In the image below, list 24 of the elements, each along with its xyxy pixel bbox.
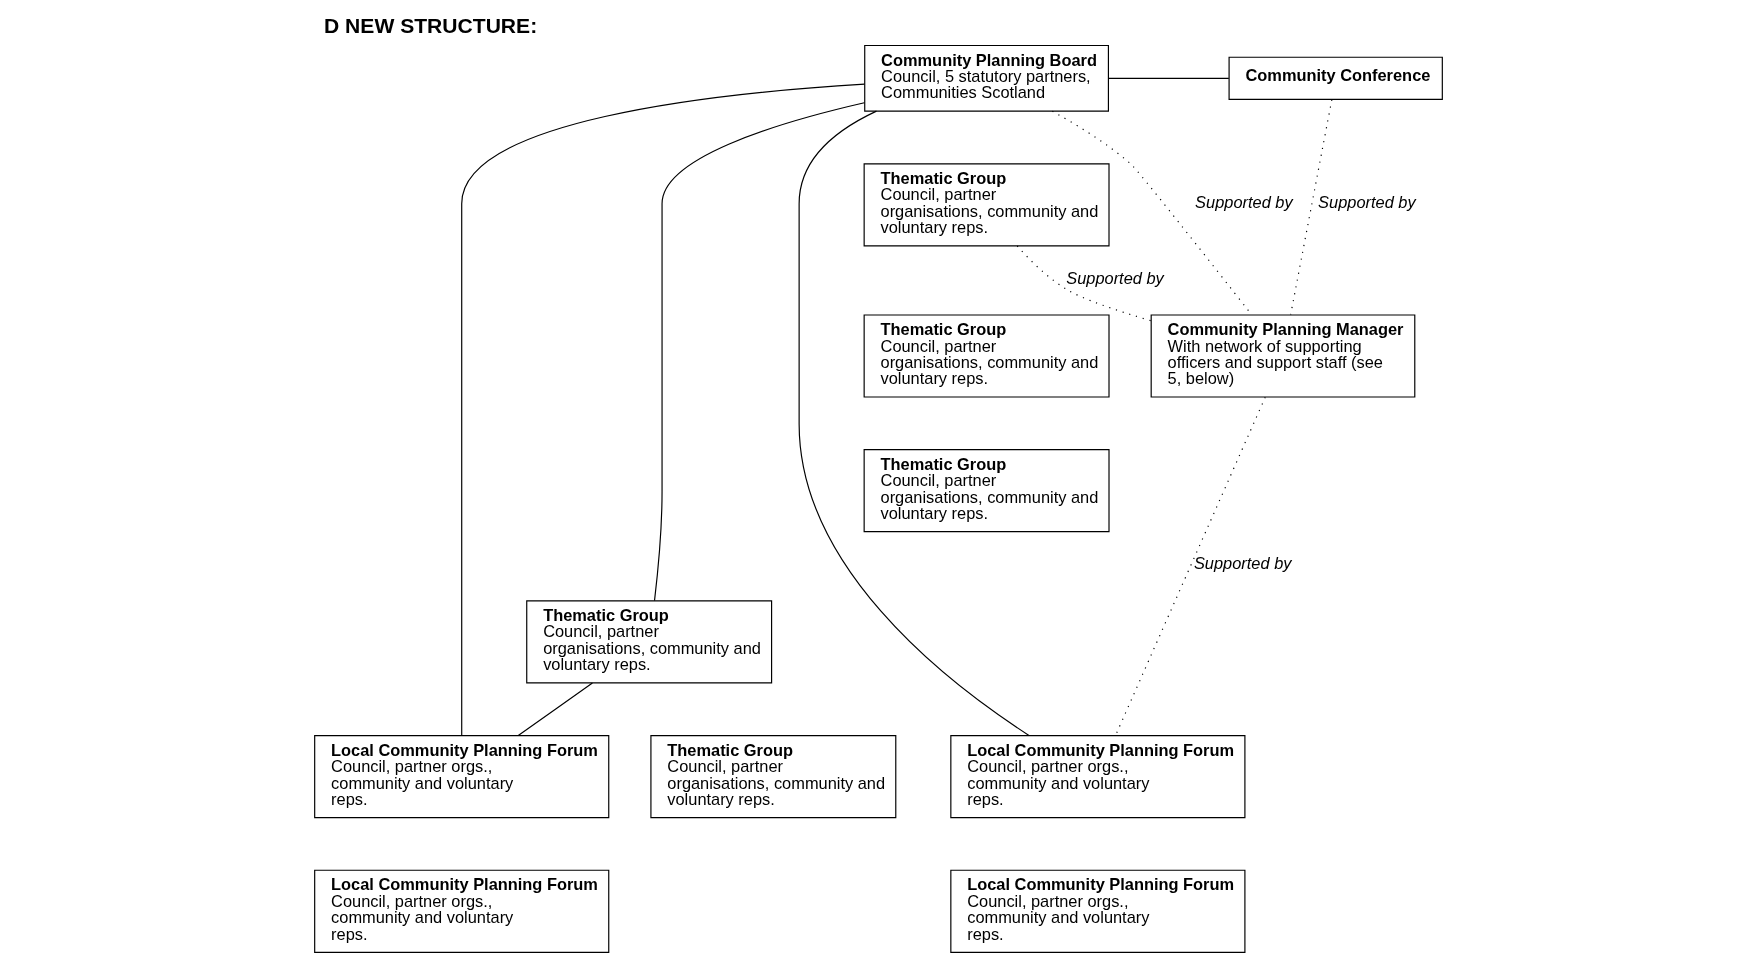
- edge-label: Supported by: [1318, 193, 1416, 211]
- node-box: Community Conference: [1228, 56, 1443, 100]
- edge-label: Supported by: [1195, 193, 1293, 211]
- node-box: Local Community Planning Forum Council, partner orgs., community and voluntary reps.: [950, 869, 1246, 953]
- connector: [798, 110, 1030, 736]
- connector: [1108, 77, 1230, 79]
- node-box: Community Planning Manager With network of supporting officers and support staff (see 5, below): [1150, 314, 1416, 398]
- node-box: Thematic Group Council, partner organisations, community and voluntary reps.: [526, 600, 773, 684]
- node-box: Local Community Planning Forum Council, partner orgs., community and voluntary reps.: [950, 734, 1246, 819]
- node-box: Community Planning Board Council, 5 statutory partners, Communities Scotland: [864, 44, 1109, 112]
- node-box: Thematic Group Council, partner organisations, community and voluntary reps.: [863, 449, 1110, 533]
- edge-label: Supported by: [1066, 268, 1164, 287]
- node-box: Local Community Planning Forum Council, partner orgs., community and voluntary reps.: [314, 869, 610, 953]
- connector: [461, 83, 866, 736]
- edge-label: Supported by: [1193, 554, 1292, 573]
- node-box: Thematic Group Council, partner organisations, community and voluntary reps.: [863, 163, 1110, 247]
- connector: [1290, 99, 1333, 316]
- connector: [517, 682, 593, 737]
- diagram-title: D NEW STRUCTURE:: [324, 14, 538, 38]
- node-box: Thematic Group Council, partner organisations, community and voluntary reps.: [863, 314, 1110, 398]
- node-box: Local Community Planning Forum Council, partner orgs., community and voluntary reps.: [314, 734, 610, 819]
- connector: [1115, 396, 1266, 736]
- node-box: Thematic Group Council, partner organisations, community and voluntary reps.: [650, 734, 897, 819]
- connector: [653, 102, 865, 602]
